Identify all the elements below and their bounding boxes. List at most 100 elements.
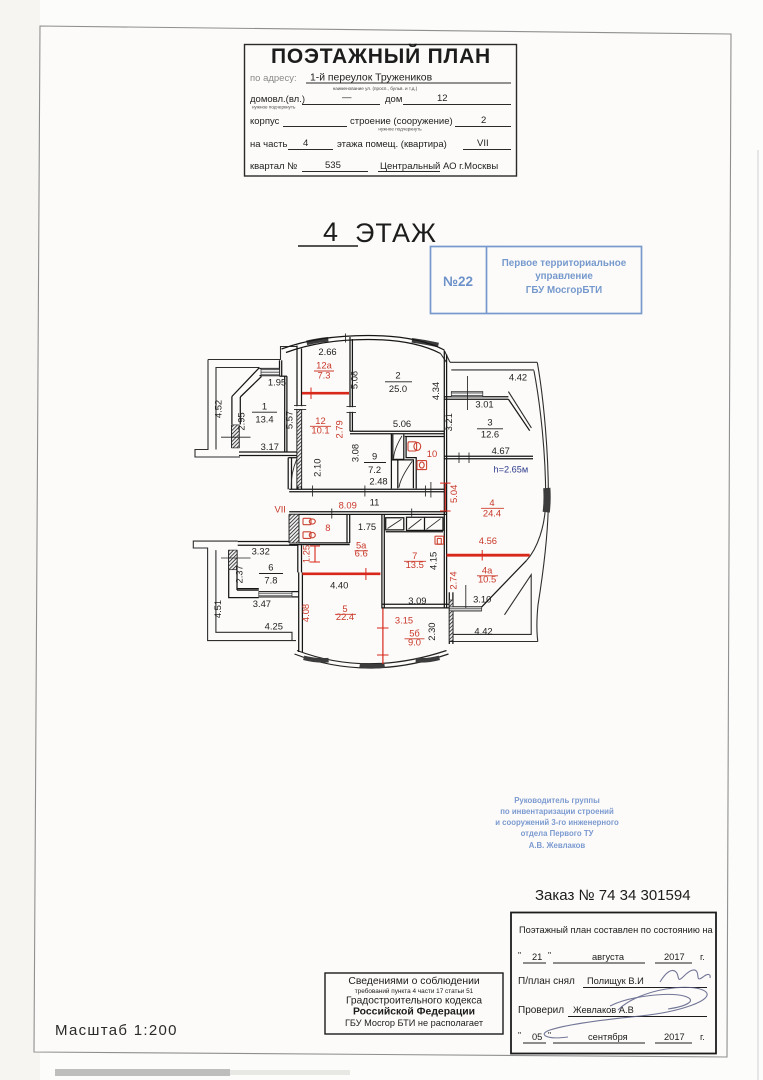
svg-text:7.2: 7.2	[368, 464, 381, 475]
svg-text:3.21: 3.21	[443, 413, 454, 431]
svg-text:4.42: 4.42	[509, 372, 527, 383]
svg-text:Руководитель группы: Руководитель группы	[514, 796, 600, 805]
svg-text:г.: г.	[700, 952, 705, 962]
svg-text:1.95: 1.95	[268, 377, 286, 388]
svg-text:3.15: 3.15	[395, 615, 413, 626]
svg-text:2.66: 2.66	[318, 346, 336, 357]
svg-text:8: 8	[325, 522, 330, 533]
svg-text:2.95: 2.95	[236, 412, 247, 430]
svg-text:ПОЭТАЖНЫЙ ПЛАН: ПОЭТАЖНЫЙ ПЛАН	[271, 44, 491, 68]
svg-text:13.4: 13.4	[255, 413, 273, 424]
svg-text:2.10: 2.10	[312, 459, 323, 477]
svg-text:4.67: 4.67	[492, 445, 510, 456]
svg-text:9: 9	[372, 451, 377, 462]
svg-text:6.6: 6.6	[355, 548, 368, 559]
svg-text:Полищук В.И: Полищук В.И	[587, 976, 644, 986]
svg-text:1.75: 1.75	[358, 521, 376, 532]
svg-text:12: 12	[315, 415, 325, 426]
svg-text:5б: 5б	[409, 628, 420, 639]
svg-text:4.51: 4.51	[212, 600, 223, 618]
svg-text:4.34: 4.34	[430, 382, 441, 400]
svg-text:2.30: 2.30	[426, 622, 437, 640]
svg-text:5.08: 5.08	[349, 371, 360, 389]
svg-text:Российской Федерации: Российской Федерации	[353, 1007, 475, 1018]
svg-text:корпус: корпус	[250, 116, 280, 127]
svg-text:5.04: 5.04	[448, 485, 459, 503]
svg-text:12.6: 12.6	[481, 429, 499, 440]
svg-text:2.79: 2.79	[334, 420, 345, 438]
svg-text:требований пункта 4 части 17 с: требований пункта 4 части 17 статьи 51	[355, 987, 474, 995]
svg-text:2017: 2017	[664, 952, 685, 962]
svg-text:1.25: 1.25	[301, 545, 312, 563]
svg-text:4.25: 4.25	[265, 621, 283, 632]
svg-text:Центральный АО г.Москвы: Центральный АО г.Москвы	[380, 161, 498, 172]
svg-text:3.32: 3.32	[252, 546, 270, 557]
svg-text:1-й переулок Тружеников: 1-й переулок Тружеников	[310, 73, 433, 84]
svg-text:3.01: 3.01	[475, 399, 493, 410]
svg-text:А.В. Жевлаков: А.В. Жевлаков	[529, 841, 586, 850]
svg-text:2017: 2017	[664, 1032, 685, 1042]
svg-text:9.0: 9.0	[408, 637, 421, 648]
svg-text:4.08: 4.08	[300, 604, 311, 622]
svg-text:по инвентаризации строений: по инвентаризации строений	[500, 807, 614, 816]
svg-text:Масштаб 1:200: Масштаб 1:200	[55, 1022, 178, 1039]
svg-text:2.74: 2.74	[447, 571, 458, 589]
svg-text:2: 2	[481, 115, 486, 126]
svg-text:3.10: 3.10	[473, 594, 491, 605]
svg-text:отдела Первого ТУ: отдела Первого ТУ	[521, 829, 594, 838]
svg-text:этажа помещ. (квартира): этажа помещ. (квартира)	[337, 139, 447, 150]
svg-text:8.09: 8.09	[339, 500, 357, 511]
svg-text:25.0: 25.0	[389, 383, 407, 394]
svg-text:ГБУ МосгорБТИ: ГБУ МосгорБТИ	[526, 285, 602, 296]
svg-text:h=2.65м: h=2.65м	[494, 465, 529, 475]
svg-text:ЭТАЖ: ЭТАЖ	[355, 218, 437, 248]
svg-text:": "	[548, 950, 551, 960]
svg-text:г.: г.	[700, 1032, 705, 1042]
svg-text:3.47: 3.47	[253, 598, 271, 609]
svg-text:22.4: 22.4	[336, 611, 354, 622]
svg-text:управление: управление	[535, 271, 593, 282]
svg-text:Поэтажный план составлен по со: Поэтажный план составлен по состоянию на	[519, 925, 714, 935]
svg-text:12: 12	[437, 93, 448, 104]
svg-text:4.52: 4.52	[213, 400, 224, 418]
svg-text:10: 10	[427, 448, 437, 459]
svg-text:наименование ул. (просп., буль: наименование ул. (просп., бульв. и т.д.)	[333, 86, 418, 91]
svg-text:10.5: 10.5	[478, 574, 496, 585]
svg-text:5.06: 5.06	[393, 418, 411, 429]
svg-text:2.37: 2.37	[234, 565, 245, 583]
svg-text:5а: 5а	[356, 540, 367, 551]
svg-text:10.1: 10.1	[311, 425, 329, 436]
svg-text:4: 4	[323, 217, 338, 247]
svg-text:VII: VII	[274, 504, 285, 515]
svg-text:3.17: 3.17	[261, 441, 279, 452]
svg-text:VII: VII	[477, 138, 489, 149]
svg-text:5: 5	[342, 603, 347, 614]
svg-text:и сооружений 3-го инженерного: и сооружений 3-го инженерного	[495, 818, 619, 827]
svg-text:4.42: 4.42	[474, 626, 492, 637]
svg-text:4: 4	[489, 497, 494, 508]
svg-text:—: —	[342, 92, 352, 103]
svg-text:домовл.(вл.): домовл.(вл.)	[250, 94, 305, 105]
svg-text:2: 2	[395, 370, 400, 381]
svg-text:2.48: 2.48	[369, 476, 387, 487]
svg-text:7.8: 7.8	[264, 575, 277, 586]
svg-text:нужное подчеркнуть: нужное подчеркнуть	[252, 105, 296, 110]
svg-text:П/план снял: П/план снял	[518, 976, 575, 987]
svg-text:5.57: 5.57	[284, 411, 295, 429]
svg-text:нужное подчеркнуть: нужное подчеркнуть	[378, 127, 422, 132]
svg-text:7: 7	[412, 550, 417, 561]
svg-text:": "	[548, 1030, 551, 1040]
svg-text:3: 3	[487, 417, 492, 428]
svg-text:4.40: 4.40	[330, 580, 348, 591]
svg-text:1: 1	[262, 401, 267, 412]
svg-text:квартал №: квартал №	[250, 161, 297, 172]
svg-text:4а: 4а	[482, 565, 493, 576]
svg-text:24.4: 24.4	[483, 507, 501, 518]
svg-text:дом: дом	[385, 94, 402, 105]
svg-text:12а: 12а	[316, 360, 332, 371]
svg-text:3.09: 3.09	[408, 595, 426, 606]
svg-text:11: 11	[370, 497, 380, 508]
svg-text:ГБУ Мосгор БТИ не располагает: ГБУ Мосгор БТИ не располагает	[345, 1018, 484, 1028]
svg-text:05: 05	[532, 1032, 542, 1042]
svg-text:21: 21	[532, 952, 542, 962]
